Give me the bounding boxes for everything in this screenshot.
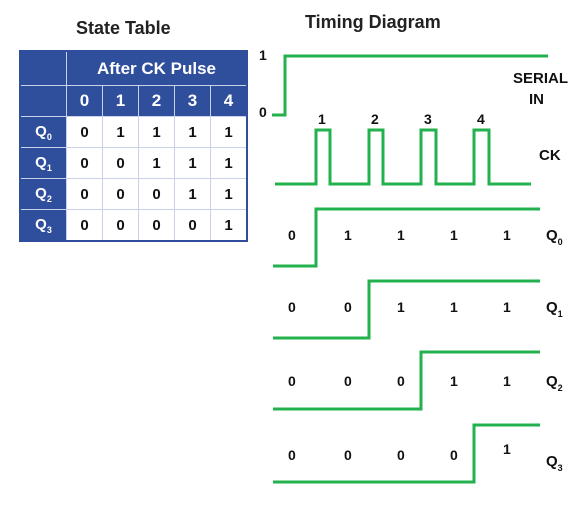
column-header-row: 0 1 2 3 4 [19, 85, 248, 117]
clock-waveform [275, 128, 531, 186]
table-row: Q2 0 0 0 1 1 [19, 178, 248, 210]
q2-value: 0 [344, 373, 352, 389]
q1-waveform [273, 279, 540, 340]
q3-label: Q3 [546, 453, 563, 473]
table-cell: 1 [102, 116, 139, 148]
table-cell: 0 [66, 116, 103, 148]
serial-in-label-line2: IN [529, 91, 544, 108]
table-cell: 1 [210, 178, 248, 210]
serial-in-waveform [272, 54, 548, 117]
q0-value: 1 [503, 227, 511, 243]
column-header: 1 [102, 85, 139, 117]
serial-in-label: SERIAL [513, 70, 568, 87]
q3-value: 0 [397, 447, 405, 463]
q3-value: 1 [503, 441, 511, 457]
table-cell: 0 [66, 209, 103, 242]
table-row: Q0 0 1 1 1 1 [19, 116, 248, 148]
clock-pulse-label: 4 [477, 111, 485, 127]
q1-value: 1 [450, 299, 458, 315]
table-cell: 1 [210, 116, 248, 148]
clock-pulse-label: 1 [318, 111, 326, 127]
table-row: Q1 0 0 1 1 1 [19, 147, 248, 179]
state-table-title: State Table [76, 18, 171, 38]
table-cell: 0 [102, 178, 139, 210]
q0-value: 0 [288, 227, 296, 243]
table-cell: 1 [138, 147, 175, 179]
q2-value: 1 [503, 373, 511, 389]
q1-value: 0 [344, 299, 352, 315]
table-cell: 0 [102, 209, 139, 242]
row-header-q2: Q2 [19, 178, 67, 210]
serial-in-high-label: 1 [259, 47, 267, 63]
q1-value: 0 [288, 299, 296, 315]
row-header-q1: Q1 [19, 147, 67, 179]
table-cell: 1 [174, 116, 211, 148]
q3-waveform [273, 423, 540, 484]
table-row: Q3 0 0 0 0 1 [19, 209, 248, 242]
q0-label: Q0 [546, 227, 563, 247]
q2-value: 0 [288, 373, 296, 389]
q2-label: Q2 [546, 373, 563, 393]
table-cell: 1 [174, 178, 211, 210]
column-header: 0 [66, 85, 103, 117]
q3-value: 0 [288, 447, 296, 463]
q2-value: 1 [450, 373, 458, 389]
q3-value: 0 [450, 447, 458, 463]
table-cell: 0 [174, 209, 211, 242]
q0-waveform [273, 207, 540, 268]
timing-diagram-title: Timing Diagram [305, 12, 441, 32]
column-header: 3 [174, 85, 211, 117]
q2-value: 0 [397, 373, 405, 389]
table-cell: 1 [210, 147, 248, 179]
table-cell: 1 [210, 209, 248, 242]
row-header-q3: Q3 [19, 209, 67, 242]
state-table: After CK Pulse 0 1 2 3 4 Q0 0 1 1 1 1 Q1… [19, 50, 248, 242]
q0-value: 1 [450, 227, 458, 243]
clock-pulse-label: 2 [371, 111, 379, 127]
clock-pulse-label: 3 [424, 111, 432, 127]
q2-waveform [273, 350, 540, 411]
table-cell: 0 [66, 147, 103, 179]
clock-label: CK [539, 147, 561, 164]
column-header: 2 [138, 85, 175, 117]
q0-value: 1 [344, 227, 352, 243]
column-header: 4 [210, 85, 248, 117]
q1-value: 1 [503, 299, 511, 315]
q0-value: 1 [397, 227, 405, 243]
table-corner-cell [19, 50, 67, 86]
q1-value: 1 [397, 299, 405, 315]
after-ck-pulse-header: After CK Pulse [66, 50, 248, 86]
q1-label: Q1 [546, 299, 563, 319]
table-cell: 1 [138, 116, 175, 148]
table-cell: 0 [138, 178, 175, 210]
q3-value: 0 [344, 447, 352, 463]
serial-in-low-label: 0 [259, 104, 267, 120]
